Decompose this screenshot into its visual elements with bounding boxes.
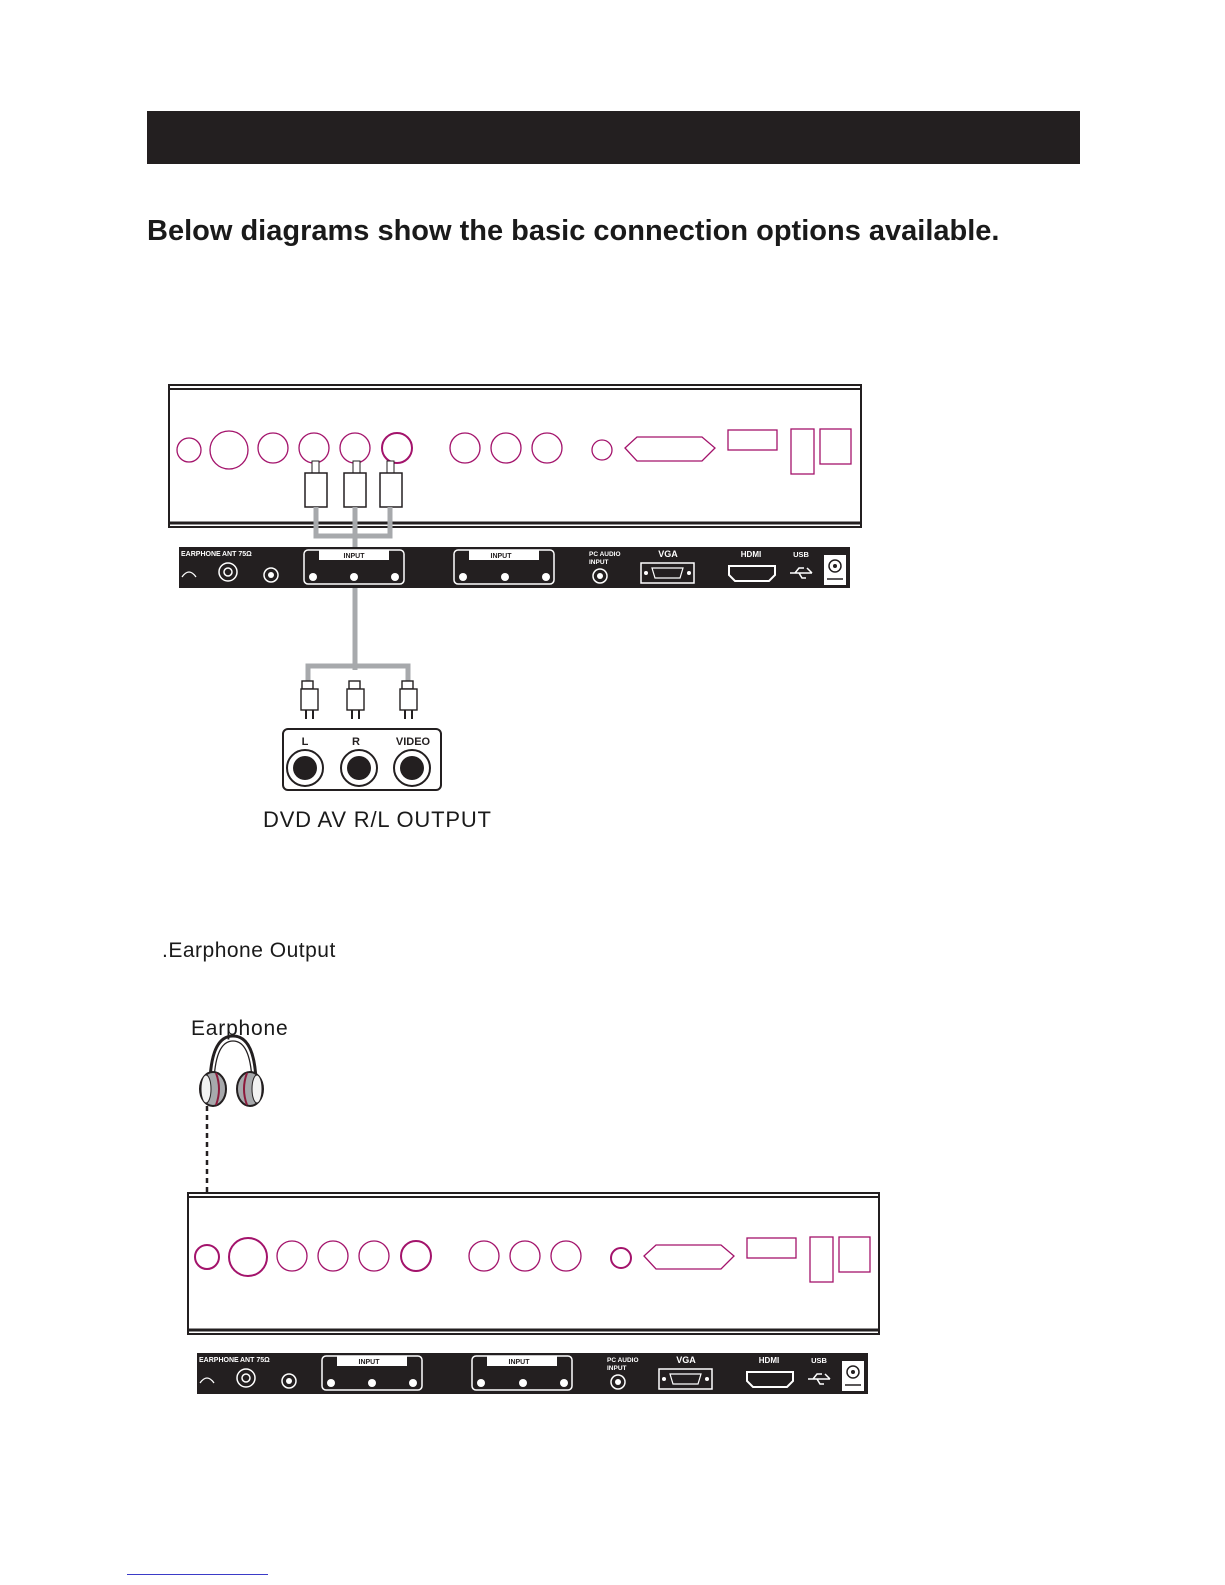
input-2-jack-1[interactable]	[469, 1241, 499, 1271]
vga-port[interactable]	[644, 1245, 734, 1269]
usb-port[interactable]	[810, 1237, 833, 1282]
jack[interactable]	[277, 1241, 307, 1271]
strip-label-ant: ANT 75Ω	[240, 1357, 270, 1364]
strip-label-hdmi: HDMI	[759, 1356, 779, 1365]
antenna-jack[interactable]	[229, 1238, 267, 1276]
av-l-jack[interactable]	[318, 1241, 348, 1271]
port-strip-2: EARPHONE ANT 75Ω INPUT INPUT PC AUDIO IN…	[197, 1353, 868, 1394]
strip-label-input-1: INPUT	[359, 1359, 381, 1366]
strip-label-pc-audio-input: INPUT	[607, 1365, 627, 1372]
strip-label-earphone: EARPHONE	[199, 1357, 239, 1364]
strip-label-usb: USB	[811, 1356, 827, 1365]
hdmi-port[interactable]	[747, 1238, 796, 1258]
input-2-jack-2[interactable]	[510, 1241, 540, 1271]
av-video-jack[interactable]	[401, 1241, 431, 1271]
strip-label-input-2: INPUT	[509, 1359, 531, 1366]
strip-label-vga: VGA	[676, 1355, 696, 1365]
strip-label-pc-audio: PC AUDIO	[607, 1357, 639, 1364]
input-2-jack-3[interactable]	[551, 1241, 581, 1271]
earphone-jack[interactable]	[195, 1245, 219, 1269]
pc-audio-jack[interactable]	[611, 1248, 631, 1268]
power-port[interactable]	[839, 1237, 870, 1272]
headphone-icon	[200, 1036, 263, 1106]
footer-link-underline	[127, 1574, 268, 1575]
av-r-jack[interactable]	[359, 1241, 389, 1271]
tv-back-panel-2	[188, 1193, 879, 1334]
